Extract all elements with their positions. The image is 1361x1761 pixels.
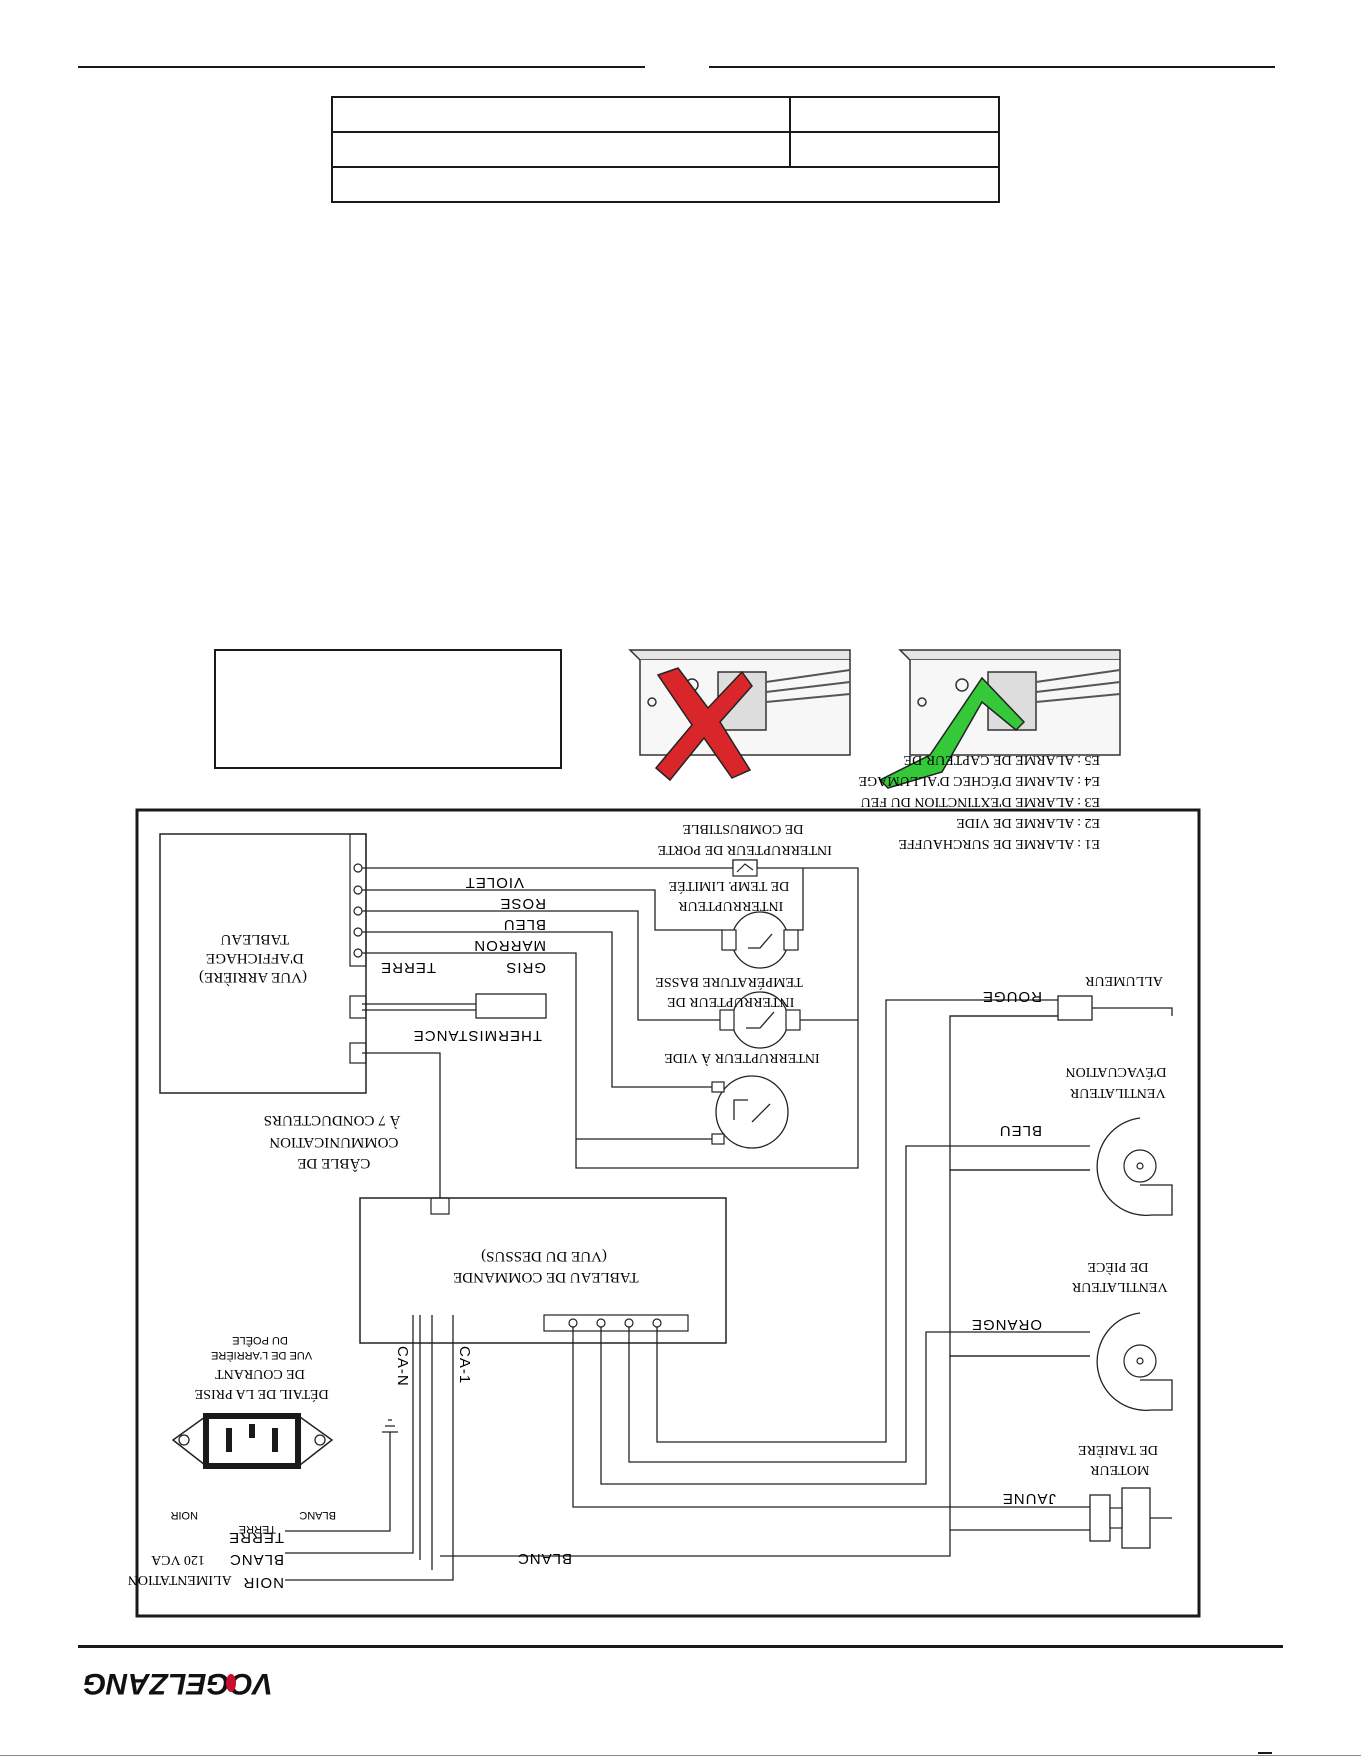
footer-rule <box>78 1645 1283 1648</box>
exhaust-fan-label: VENTILATEUR D'ÉVACUATION <box>1065 1064 1166 1100</box>
alarm-list: E1 : ALARME DE SURCHAUFFE E2 : ALARME DE… <box>855 752 1100 851</box>
label-rouge: ROUGE <box>982 988 1042 1005</box>
page-mark <box>1258 1752 1272 1754</box>
vacuum-switch-label: INTERRUPTEUR À VIDE <box>664 1050 819 1067</box>
igniter-label: ALLUMEUR <box>1084 973 1162 988</box>
power-supply-label: ALIMENTATION 120 VCA <box>124 1552 231 1587</box>
door-switch-label: INTERRUPTEUR DE PORTE DE COMBUSTIBLE <box>654 821 832 857</box>
outlet-detail <box>171 1413 334 1469</box>
label-terre-power: TERRE <box>228 1529 284 1546</box>
display-terminal-strip <box>349 833 367 967</box>
outlet-pin-noir: NOIR <box>170 1509 198 1521</box>
header-rule-left <box>78 66 645 68</box>
outlet-pin-blanc: BLANC <box>299 1509 336 1521</box>
label-gris: GRIS <box>505 959 546 976</box>
display-board-label: TABLEAU D'AFFICHAGE (VUE ARRIÈRE) <box>199 931 307 986</box>
label-violet: VIOLET <box>465 874 524 891</box>
label-marron: MARRON <box>473 937 546 954</box>
label-bleu-fan: BLEU <box>999 1122 1042 1139</box>
vacuum-switch <box>711 1075 789 1149</box>
control-terminal-strip <box>543 1314 689 1332</box>
terminal-marron <box>353 927 363 937</box>
note-box <box>214 649 562 769</box>
table-row <box>333 98 998 133</box>
label-blanc-power: BLANC <box>229 1551 284 1568</box>
header-rule-right <box>709 66 1275 68</box>
label-blanc-bottom: BLANC <box>517 1550 572 1567</box>
limit-switch-label: INTERRUPTEUR DE TEMP. LIMITÉE <box>669 878 790 913</box>
terminal-bleu <box>353 906 363 916</box>
label-bleu-top: BLEU <box>503 916 546 933</box>
logo-text: VOGELZANG <box>83 1667 273 1700</box>
label-ca-1: CA-1 <box>456 1346 473 1384</box>
outlet-detail-label: DÉTAIL DE LA PRISE DE COURANT <box>191 1366 329 1403</box>
outlet-pin-terre: TERRE <box>239 1523 276 1535</box>
vogelzang-logo: VOGELZANG <box>83 1667 273 1700</box>
label-jaune: JAUNE <box>1002 1490 1056 1507</box>
label-rose: ROSE <box>499 895 546 912</box>
outlet-view-label: VUE DE L'ARRIÈRE DU POÊLE <box>208 1334 312 1362</box>
control-comm-connector <box>430 1197 450 1215</box>
control-board <box>359 1197 727 1344</box>
photo-wrong <box>628 649 851 782</box>
terminal-violet <box>353 863 363 873</box>
auger-motor-label: MOTEUR DE TARIÈRE <box>1078 1442 1158 1477</box>
diagram-frame <box>135 808 1201 1618</box>
control-board-label: TABLEAU DE COMMANDE (VUE DU DESSUS) <box>449 1248 638 1285</box>
exhaust-fan <box>1096 1117 1173 1217</box>
thermistor-connector <box>349 995 367 1019</box>
label-terre-top: TERRE <box>380 959 436 976</box>
ground-symbol <box>382 1419 398 1433</box>
table-row <box>333 133 998 168</box>
igniter-body <box>1057 995 1093 1021</box>
label-ca-n: CA-N <box>394 1346 411 1387</box>
label-orange: ORANGE <box>971 1316 1042 1333</box>
comm-cable-label: CÂBLE DE COMMUNICATION À 7 CONDUCTEURS <box>264 1112 401 1172</box>
low-temp-switch-label: INTERRUPTEUR DE TEMPÉRATURE BASSE <box>655 974 802 1009</box>
logo-flame-icon <box>226 1674 236 1692</box>
info-table <box>331 96 1000 203</box>
label-noir-power: NOIR <box>243 1574 285 1591</box>
right-check-mark <box>878 676 1026 789</box>
low-temp-switch <box>719 991 801 1049</box>
photo-right <box>878 649 1121 789</box>
thermistor-body <box>475 993 547 1019</box>
room-fan-label: VENTILATEUR DE PIÈCE <box>1068 1259 1167 1294</box>
terminal-rose <box>353 885 363 895</box>
terminal-gris <box>353 948 363 958</box>
table-column-divider <box>789 98 791 168</box>
label-thermistance: THERMISTANCE <box>413 1027 542 1044</box>
bottom-rule <box>0 1755 1361 1756</box>
switch-photos <box>628 649 1121 789</box>
limit-switch <box>721 911 799 969</box>
auger-motor <box>1089 1487 1172 1549</box>
wrong-x-mark <box>654 667 753 782</box>
door-switch <box>732 859 758 877</box>
room-fan <box>1096 1312 1173 1412</box>
